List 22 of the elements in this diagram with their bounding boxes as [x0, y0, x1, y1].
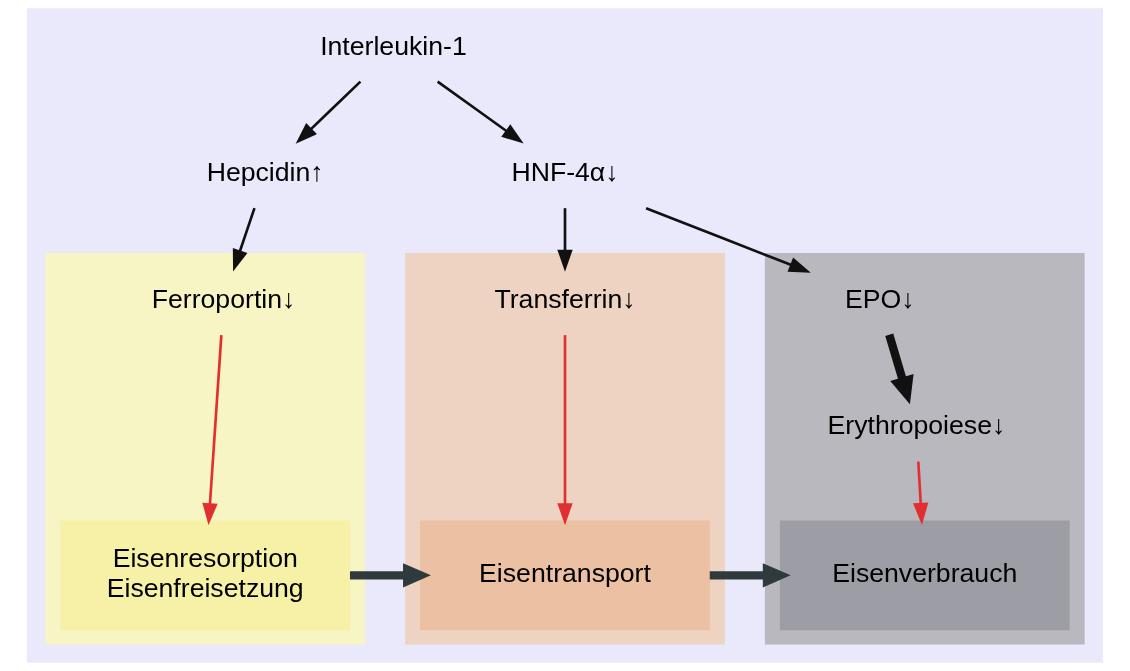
node-box: Eisentransport [420, 520, 710, 631]
node-text: Erythropoiese↓ [827, 410, 1006, 441]
arrow [557, 208, 573, 272]
arrow [295, 80, 362, 144]
arrow [913, 461, 929, 525]
node-text: EPO↓ [845, 283, 915, 314]
node-box: Eisenresorption Eisenfreisetzung [60, 520, 351, 631]
node-text: Transferrin↓ [494, 283, 636, 314]
arrow [232, 207, 256, 272]
arrow [645, 206, 811, 273]
arrow [436, 80, 524, 144]
node-text: Hepcidin↑ [206, 157, 324, 188]
arrow [557, 335, 573, 526]
arrow [709, 563, 791, 588]
node-text: Ferroportin↓ [151, 283, 296, 314]
node-text: HNF-4α↓ [511, 157, 619, 188]
cluster [45, 253, 366, 645]
arrow [202, 335, 223, 526]
arrow [885, 333, 914, 405]
node-text: Interleukin-1 [320, 30, 467, 61]
arrow [350, 563, 431, 588]
node-box: Eisenverbrauch [779, 520, 1070, 631]
